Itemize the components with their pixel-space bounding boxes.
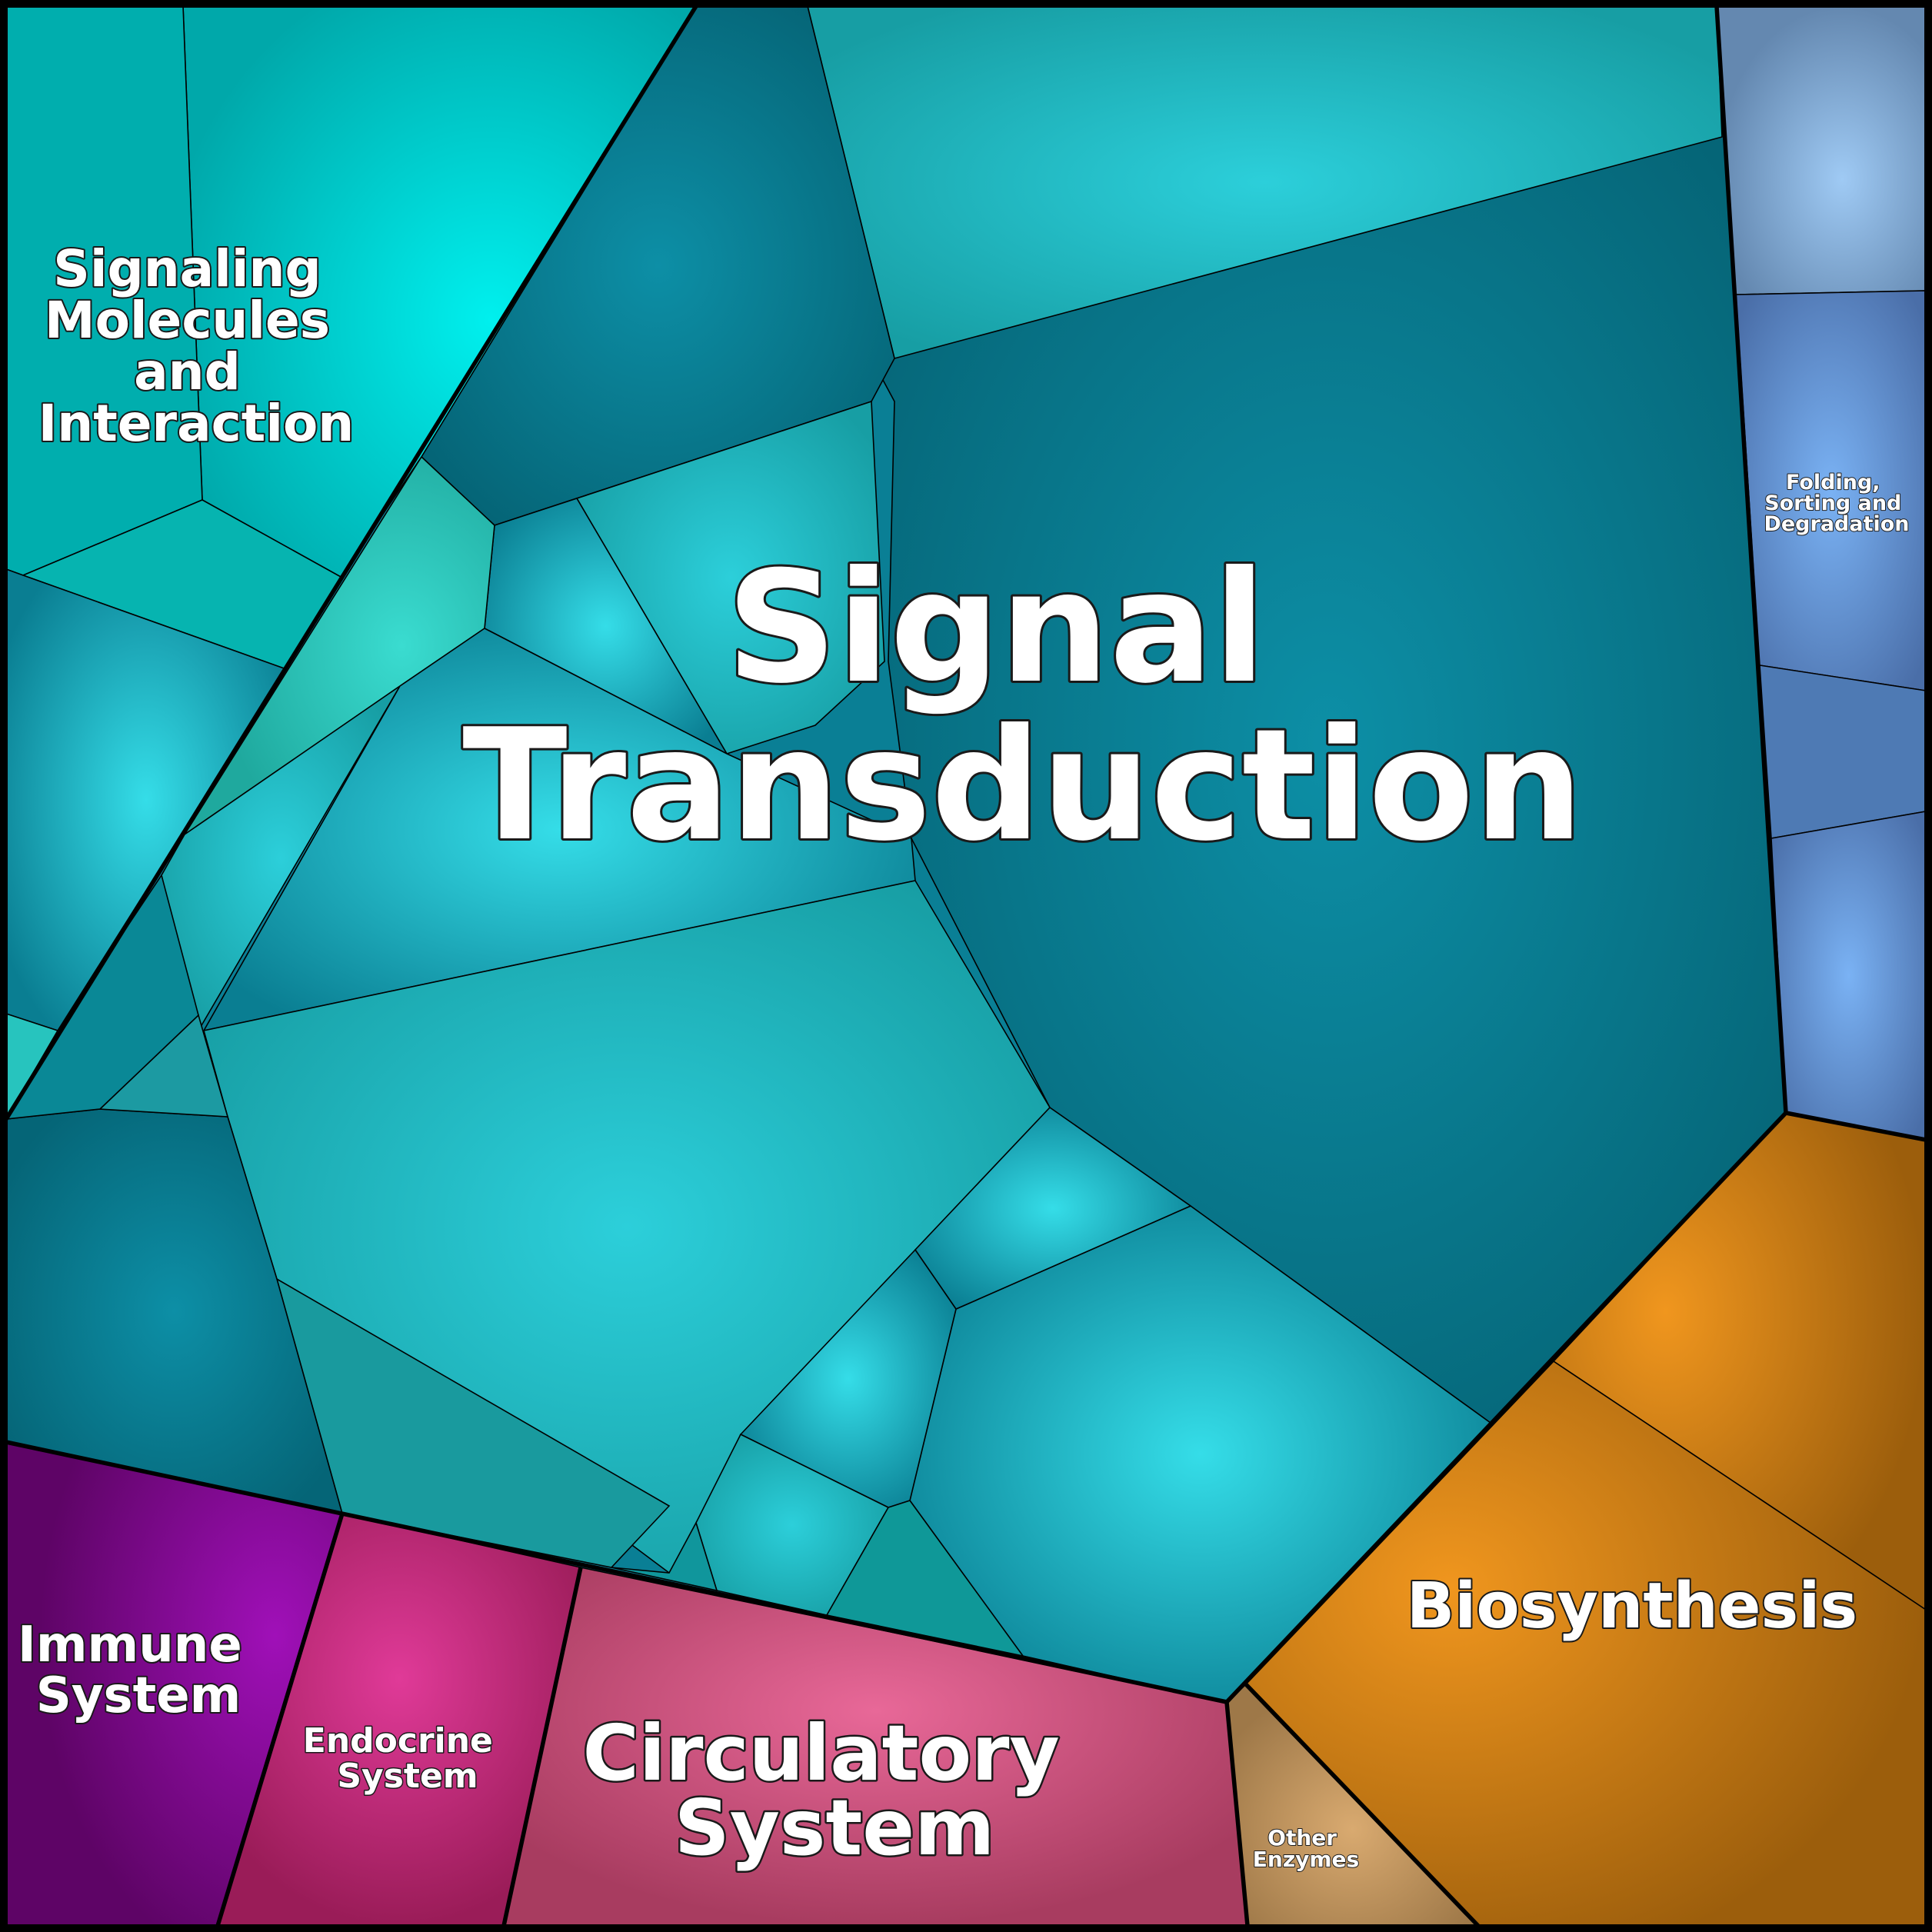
label-biosynthesis: Biosynthesis <box>1407 1570 1858 1643</box>
label-folding-sorting: Folding, Sorting and Degradation <box>1764 471 1909 536</box>
region-signaling-molecules <box>5 5 698 1121</box>
label-circulatory-system: Circulatory System <box>582 1708 1086 1873</box>
label-signaling-molecules: Signaling Molecules and Interaction <box>38 239 355 453</box>
signal-transduction-cell[interactable] <box>611 1521 718 1592</box>
label-signal-transduction: Signal Transduction <box>462 538 1584 875</box>
folding-sorting-cell[interactable] <box>1759 665 1927 839</box>
folding-sorting-cell[interactable] <box>1770 811 1927 1141</box>
region-folding-sorting <box>1716 5 1927 1141</box>
folding-sorting-cell[interactable] <box>1716 5 1927 295</box>
labels: Signal Transduction Signaling Molecules … <box>16 238 1910 1875</box>
label-immune-system: Immune System <box>18 1617 259 1724</box>
signal-transduction-cell[interactable] <box>825 1500 1024 1657</box>
label-endocrine-system: Endocrine System <box>303 1721 505 1796</box>
label-other-enzymes: Other Enzymes <box>1253 1825 1359 1872</box>
region-signal-transduction <box>5 5 1787 1703</box>
